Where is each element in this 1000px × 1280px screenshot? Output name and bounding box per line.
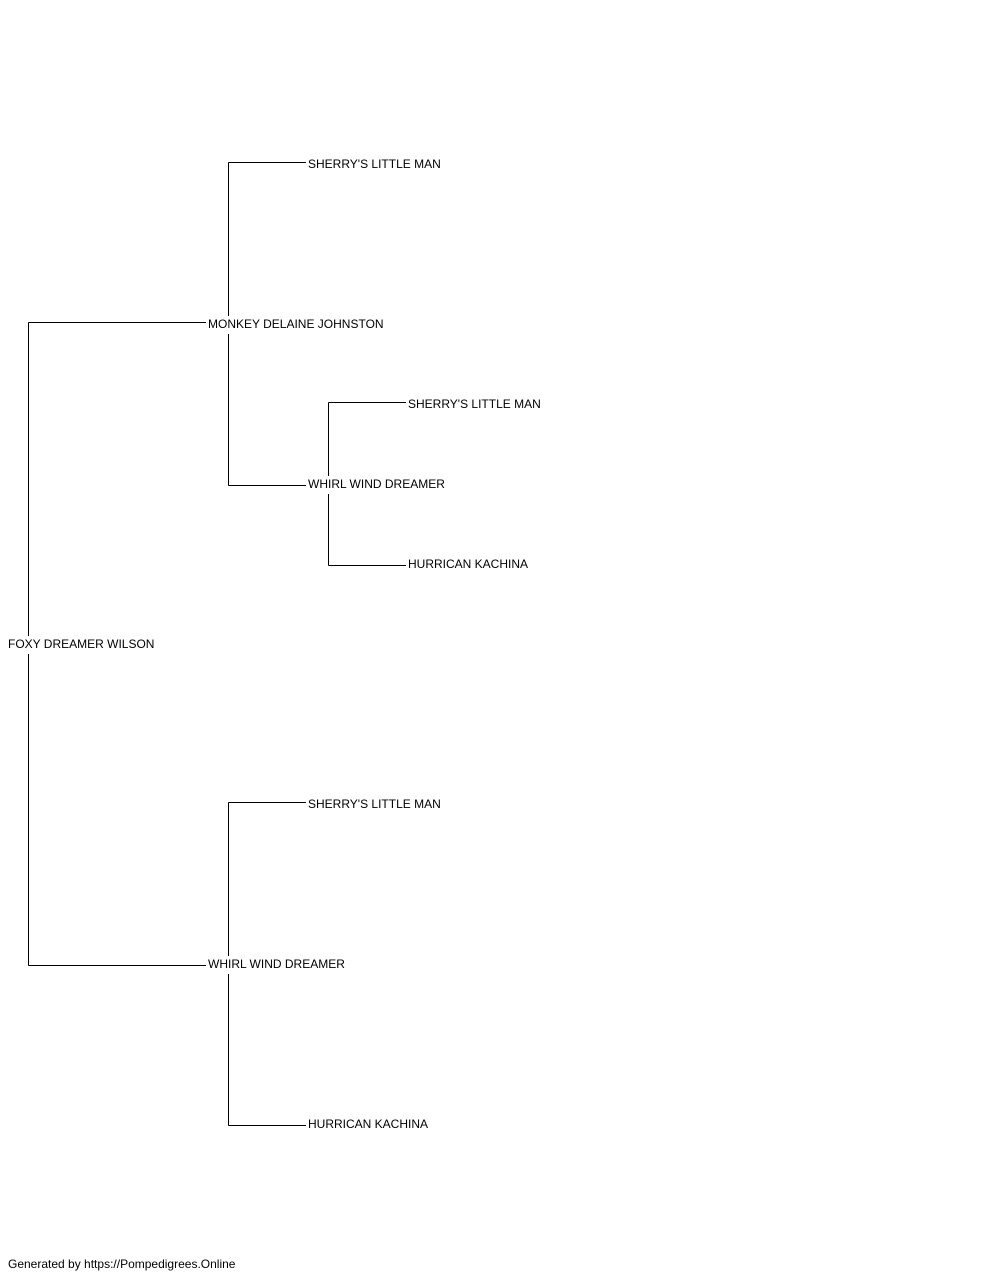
dam-name: WHIRL WIND DREAMER (208, 957, 345, 971)
subject-name: FOXY DREAMER WILSON (8, 637, 155, 651)
sire-dam-sire-name: SHERRY'S LITTLE MAN (408, 397, 541, 411)
sire-sire-name: SHERRY'S LITTLE MAN (308, 157, 441, 171)
sire-dam-name: WHIRL WIND DREAMER (308, 477, 445, 491)
sire-dam-dam-name: HURRICAN KACHINA (408, 557, 529, 571)
dam-dam-name: HURRICAN KACHINA (308, 1117, 429, 1131)
generated-by-credit: Generated by https://Pompedigrees.Online (8, 1257, 236, 1271)
dam-sire-name: SHERRY'S LITTLE MAN (308, 797, 441, 811)
sire-name: MONKEY DELAINE JOHNSTON (208, 317, 384, 331)
